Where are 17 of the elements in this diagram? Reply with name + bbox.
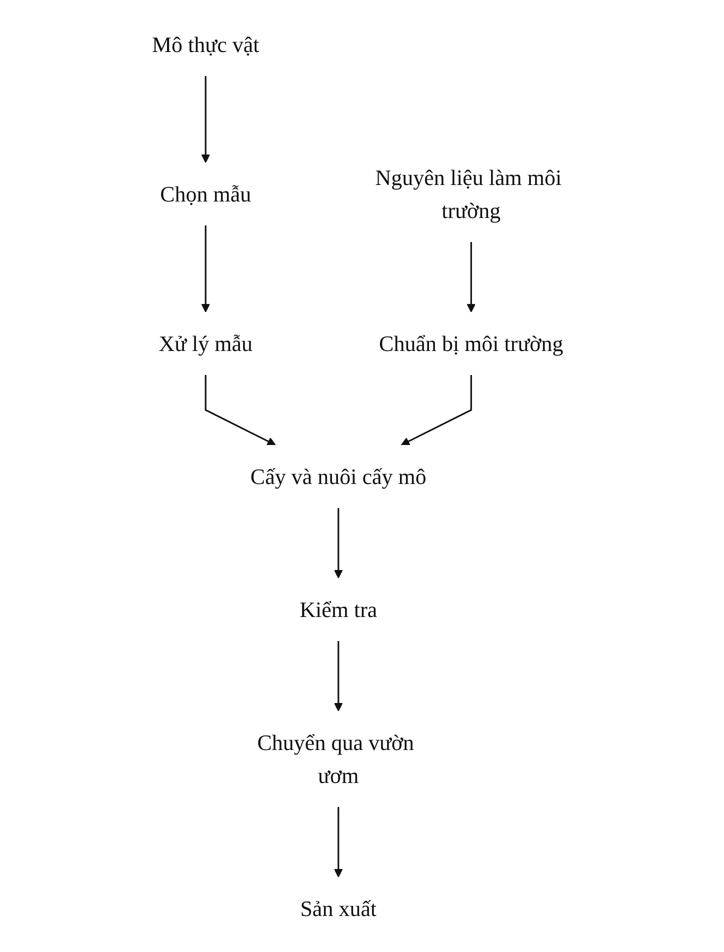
node-text: Chuyển qua vườn ươm bbox=[258, 730, 414, 788]
arrow bbox=[334, 640, 344, 711]
arrow bbox=[205, 374, 276, 445]
arrow bbox=[334, 508, 344, 578]
node-text: Mô thực vật bbox=[152, 32, 260, 56]
node-text: Kiểm tra bbox=[300, 596, 378, 622]
node-text: Nguyên liệu làm môi trường bbox=[376, 164, 562, 222]
node-text: Chuẩn bị môi trường bbox=[379, 330, 564, 356]
arrow bbox=[202, 76, 210, 162]
node-text: Cấy và nuôi cấy mô bbox=[250, 464, 427, 488]
node-text: Xử lý mẫu bbox=[159, 330, 253, 356]
node-text: Sản xuất bbox=[300, 896, 378, 920]
arrow bbox=[334, 806, 344, 877]
node-text: Chọn mẫu bbox=[160, 181, 252, 206]
arrow bbox=[401, 374, 472, 445]
arrow bbox=[202, 225, 210, 312]
arrow bbox=[467, 242, 476, 312]
